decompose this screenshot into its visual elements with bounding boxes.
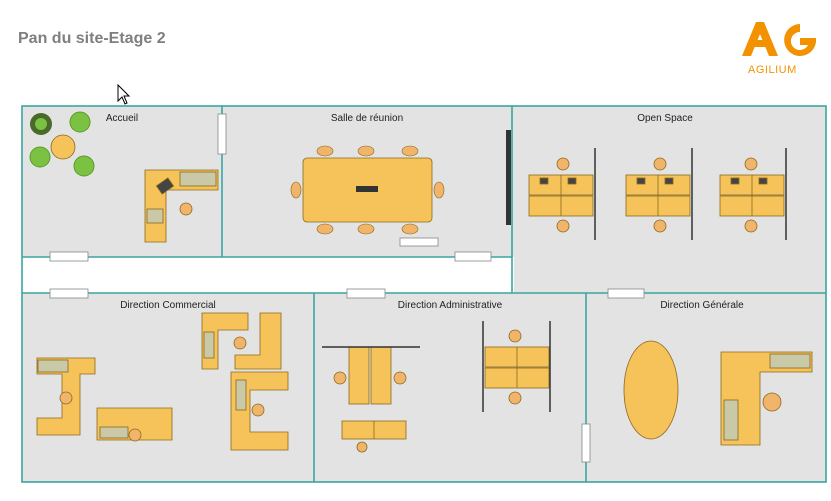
plant-icon bbox=[73, 155, 95, 177]
corridor bbox=[22, 257, 514, 293]
room-label-administrative: Direction Administrative bbox=[398, 300, 503, 311]
logo-name: AGILIUM bbox=[748, 64, 797, 76]
mouse-pointer-icon bbox=[117, 83, 131, 105]
room-label-accueil: Accueil bbox=[106, 113, 138, 124]
oval-table bbox=[623, 340, 679, 440]
plant-icon bbox=[29, 146, 51, 168]
commercial-desks bbox=[36, 312, 289, 451]
room-label-commercial: Direction Commercial bbox=[120, 300, 216, 311]
open-space-desks bbox=[528, 148, 787, 240]
meeting-chairs bbox=[290, 145, 445, 235]
chair-icon bbox=[179, 202, 193, 216]
reception-desk bbox=[144, 169, 219, 243]
room-label-generale: Direction Générale bbox=[660, 300, 744, 311]
administrative-desks bbox=[322, 321, 551, 453]
doors bbox=[49, 113, 645, 463]
room-label-open-space: Open Space bbox=[637, 113, 693, 124]
director-desk bbox=[720, 351, 813, 446]
partition-screen bbox=[506, 130, 511, 225]
room-label-reunion: Salle de réunion bbox=[331, 113, 403, 124]
desk-cluster bbox=[719, 148, 787, 240]
round-table bbox=[50, 134, 76, 160]
meeting-table bbox=[302, 157, 433, 223]
page-title: Pan du site-Etage 2 bbox=[18, 30, 166, 47]
desk-cluster bbox=[528, 148, 596, 240]
desk-cluster bbox=[625, 148, 693, 240]
agilium-logo-icon bbox=[742, 22, 816, 56]
walls bbox=[21, 105, 827, 483]
plant-icon bbox=[69, 111, 91, 133]
plants bbox=[29, 111, 95, 177]
